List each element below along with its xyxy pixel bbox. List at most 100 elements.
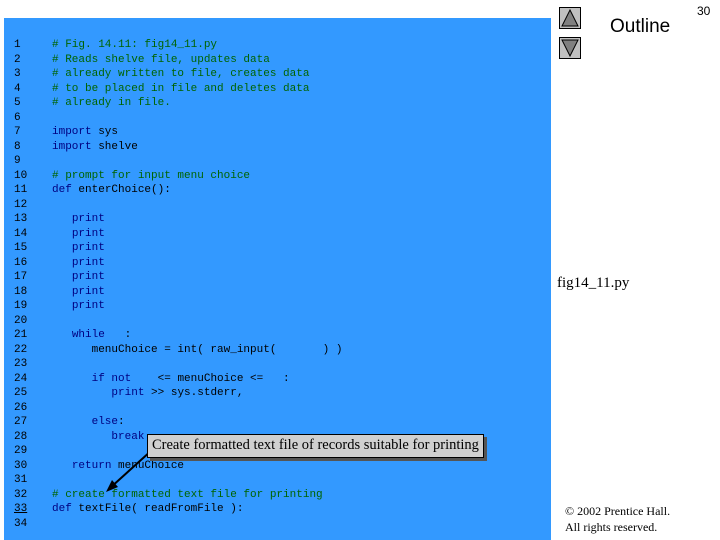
code-line: menuChoice = int( raw_input( ) ) <box>52 343 343 358</box>
slide-number: 30 <box>697 4 711 18</box>
keyword: print <box>71 242 105 254</box>
code-line: break <box>52 430 342 445</box>
keyword: if <box>91 372 105 385</box>
line-number: 12 <box>14 198 28 211</box>
line-number: 19 <box>14 300 28 312</box>
code-line: import shelve <box>52 140 342 155</box>
code-text: menuChoice <box>111 459 185 472</box>
code-listing: # Fig. 14.11: fig14_11.py # Reads shelve … <box>52 38 342 531</box>
code-line: if not <= menuChoice <= : <box>52 372 342 387</box>
code-line: print <box>52 212 342 227</box>
code-line <box>52 517 342 532</box>
code-text <box>52 242 72 254</box>
code-text <box>52 416 92 428</box>
code-line: else: <box>52 415 342 430</box>
line-number: 29 <box>14 445 28 457</box>
keyword: print <box>71 271 105 283</box>
code-line: import sys <box>52 125 342 140</box>
code-text: : <box>104 329 132 341</box>
keyword: while <box>71 329 105 341</box>
code-text <box>52 286 72 298</box>
line-number: 1 <box>14 39 21 51</box>
keyword: def <box>52 503 72 515</box>
code-line: while : <box>52 328 342 343</box>
code-line: def textFile( readFromFile ): <box>52 502 342 517</box>
line-number: 21 <box>14 329 28 341</box>
triangle-up-icon <box>561 9 579 27</box>
line-number: 7 <box>14 126 21 138</box>
line-number: 11 <box>14 184 28 196</box>
code-text: <= menuChoice <= : <box>131 372 290 385</box>
code-text <box>52 300 72 312</box>
code-line: # prompt for input menu choice <box>52 169 251 182</box>
file-label: fig14_11.py <box>557 275 630 291</box>
line-number: 8 <box>14 140 21 153</box>
code-line: return menuChoice <box>52 459 342 474</box>
line-number: 20 <box>14 314 28 327</box>
line-number: 31 <box>14 474 28 486</box>
line-number: 23 <box>14 358 28 370</box>
line-number: 26 <box>14 401 28 414</box>
copyright-line: © 2002 Prentice Hall. <box>565 504 671 518</box>
line-number: 13 <box>14 213 28 225</box>
keyword: def <box>52 184 72 196</box>
line-number: 3 <box>14 68 21 80</box>
code-line: print >> sys.stderr, <box>52 386 342 401</box>
code-line: # already in file. <box>52 97 171 109</box>
code-text <box>52 329 72 341</box>
line-number: 15 <box>14 242 28 254</box>
line-number: 9 <box>14 155 21 167</box>
keyword: print <box>71 213 105 225</box>
code-text <box>52 373 92 385</box>
previous-slide-button[interactable] <box>559 7 581 29</box>
keyword: not <box>111 372 132 385</box>
code-text: menuChoice = int( raw_input( ) ) <box>52 343 343 356</box>
code-text <box>52 431 111 443</box>
keyword: break <box>111 430 145 443</box>
code-line: print <box>52 227 342 242</box>
line-number: 34 <box>14 517 28 530</box>
code-line <box>52 314 342 329</box>
keyword: return <box>71 459 112 472</box>
keyword: import <box>52 140 92 153</box>
code-text <box>52 271 72 283</box>
code-text: textFile( readFromFile ): <box>71 503 244 515</box>
triangle-down-icon <box>561 39 579 57</box>
code-line: # Fig. 14.11: fig14_11.py <box>52 39 218 51</box>
line-number: 2 <box>14 53 21 66</box>
code-line: print <box>52 241 342 256</box>
line-number: 32 <box>14 488 28 501</box>
code-line: print <box>52 299 342 314</box>
line-number: 6 <box>14 111 21 124</box>
code-text <box>52 460 72 472</box>
line-number: 27 <box>14 416 28 428</box>
keyword: print <box>71 285 105 298</box>
code-text <box>52 257 72 269</box>
code-line <box>52 111 342 126</box>
code-line: # Reads shelve file, updates data <box>52 53 270 66</box>
code-line: print <box>52 256 342 271</box>
code-line <box>52 198 342 213</box>
line-number: 30 <box>14 459 28 472</box>
code-text: sys <box>91 126 119 138</box>
line-number: 4 <box>14 82 21 95</box>
code-text <box>52 213 72 225</box>
code-line: # already written to file, creates data <box>52 68 310 80</box>
line-number: 10 <box>14 169 28 182</box>
line-number: 28 <box>14 430 28 443</box>
code-line <box>52 357 342 372</box>
code-line <box>52 473 342 488</box>
line-number: 25 <box>14 387 28 399</box>
line-number: 16 <box>14 256 28 269</box>
line-number: 5 <box>14 97 21 109</box>
code-line: # to be placed in file and deletes data <box>52 82 310 95</box>
line-number: 24 <box>14 372 28 385</box>
outline-title: Outline <box>610 16 671 37</box>
code-text: enterChoice(): <box>71 184 171 196</box>
next-slide-button[interactable] <box>559 37 581 59</box>
line-number: 33 <box>14 503 28 515</box>
code-line <box>52 154 342 169</box>
code-text <box>52 387 111 399</box>
